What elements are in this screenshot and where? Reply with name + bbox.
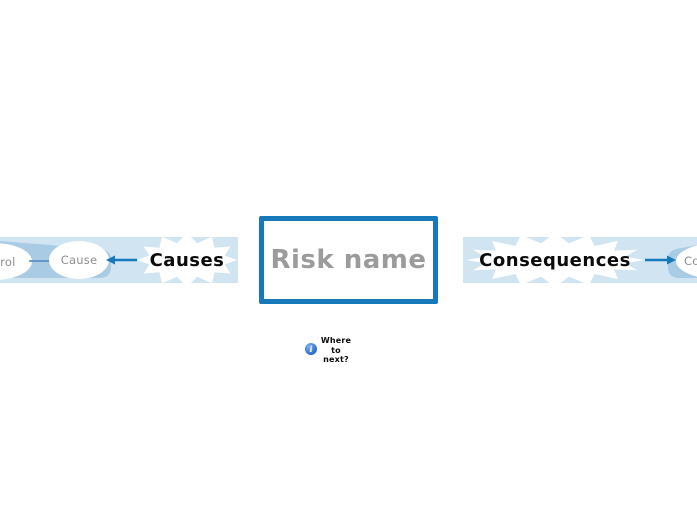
cause-label: Cause	[60, 253, 98, 267]
node-risk[interactable]: Risk name	[259, 216, 438, 304]
control-label: Control	[0, 254, 16, 269]
consequence-label: Consequence	[684, 254, 697, 268]
consequences-label: Consequences	[479, 249, 631, 271]
risk-label: Risk name	[270, 245, 427, 275]
node-cause[interactable]: Cause	[49, 241, 109, 279]
info-icon[interactable]: i	[305, 343, 317, 355]
where-next-line2: to	[331, 345, 341, 355]
causes-starburst-shape	[137, 233, 237, 287]
consequences-arrow	[645, 255, 676, 265]
info-icon-glyph: i	[309, 344, 313, 354]
where-next-label: Where to next?	[316, 336, 356, 365]
causes-label: Causes	[149, 249, 225, 271]
where-next-line1: Where	[320, 336, 352, 345]
control-cause-connector	[29, 260, 51, 262]
where-next-line3: next?	[323, 355, 349, 364]
causes-arrow	[106, 255, 137, 265]
consequences-starburst-shape	[466, 233, 644, 287]
node-consequences[interactable]: Consequences	[466, 233, 644, 287]
node-where-next[interactable]: i Where to next?	[300, 334, 376, 370]
node-causes[interactable]: Causes	[137, 233, 237, 287]
